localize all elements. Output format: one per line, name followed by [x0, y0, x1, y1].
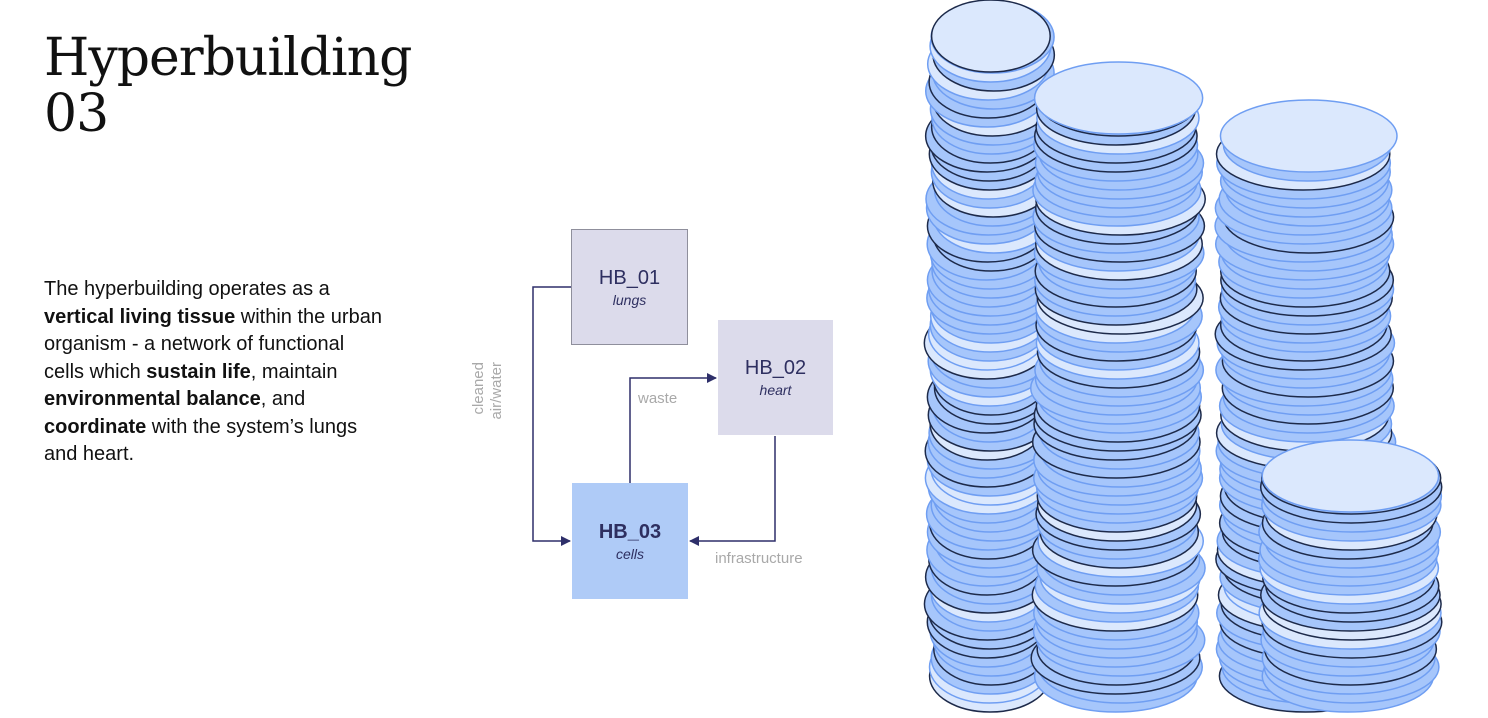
emphasis-text: sustain life: [146, 360, 251, 383]
hyperbuilding-illustration: [923, 0, 1443, 713]
description-paragraph: The hyperbuilding operates as a vertical…: [44, 276, 384, 469]
node-role: heart: [759, 382, 792, 398]
text-segment: , and: [260, 388, 306, 410]
node-id: HB_01: [598, 266, 661, 289]
diagram-arrows: [532, 286, 776, 546]
tower-2: [1029, 61, 1206, 713]
arrow-hb03-to-hb02: [629, 373, 717, 483]
edge-label-infrastructure: infrastructure: [715, 550, 803, 567]
emphasis-text: coordinate: [44, 415, 147, 438]
label-line: air/water: [488, 362, 505, 420]
floor-disk: [1219, 99, 1398, 173]
title-line-1: Hyperbuilding: [44, 28, 412, 88]
floor-disk: [1261, 439, 1440, 513]
floor-disk: [930, 0, 1051, 73]
floor-disk: [1033, 61, 1204, 135]
emphasis-text: environmental balance: [44, 388, 261, 410]
node-id: HB_03: [598, 520, 662, 543]
edge-label-cleaned-air-water: cleaned air/water: [470, 362, 506, 452]
page-title: Hyperbuilding 03: [44, 28, 412, 144]
tower-1: [923, 0, 1057, 713]
node-hb01: HB_01 lungs: [571, 229, 688, 345]
label-line: cleaned: [470, 362, 487, 415]
emphasis-text: vertical living tissue: [44, 305, 236, 328]
text-segment: The hyperbuilding operates as a: [44, 278, 330, 300]
text-segment: with the system’s lungs and heart.: [44, 415, 358, 466]
node-hb02: HB_02 heart: [718, 320, 833, 435]
arrow-hb02-to-hb03: [689, 436, 776, 546]
node-role: lungs: [612, 291, 647, 308]
arrow-hb01-to-hb03: [532, 286, 572, 546]
text-segment: , maintain: [250, 360, 338, 383]
edge-label-waste: waste: [638, 390, 678, 407]
title-line-2: 03: [44, 84, 109, 144]
node-id: HB_02: [744, 357, 807, 379]
tower-4: [1257, 439, 1443, 713]
node-role: cells: [615, 545, 644, 562]
text-segment: within the urban organism - a network of…: [44, 305, 382, 383]
node-hb03: HB_03 cells: [572, 483, 688, 599]
